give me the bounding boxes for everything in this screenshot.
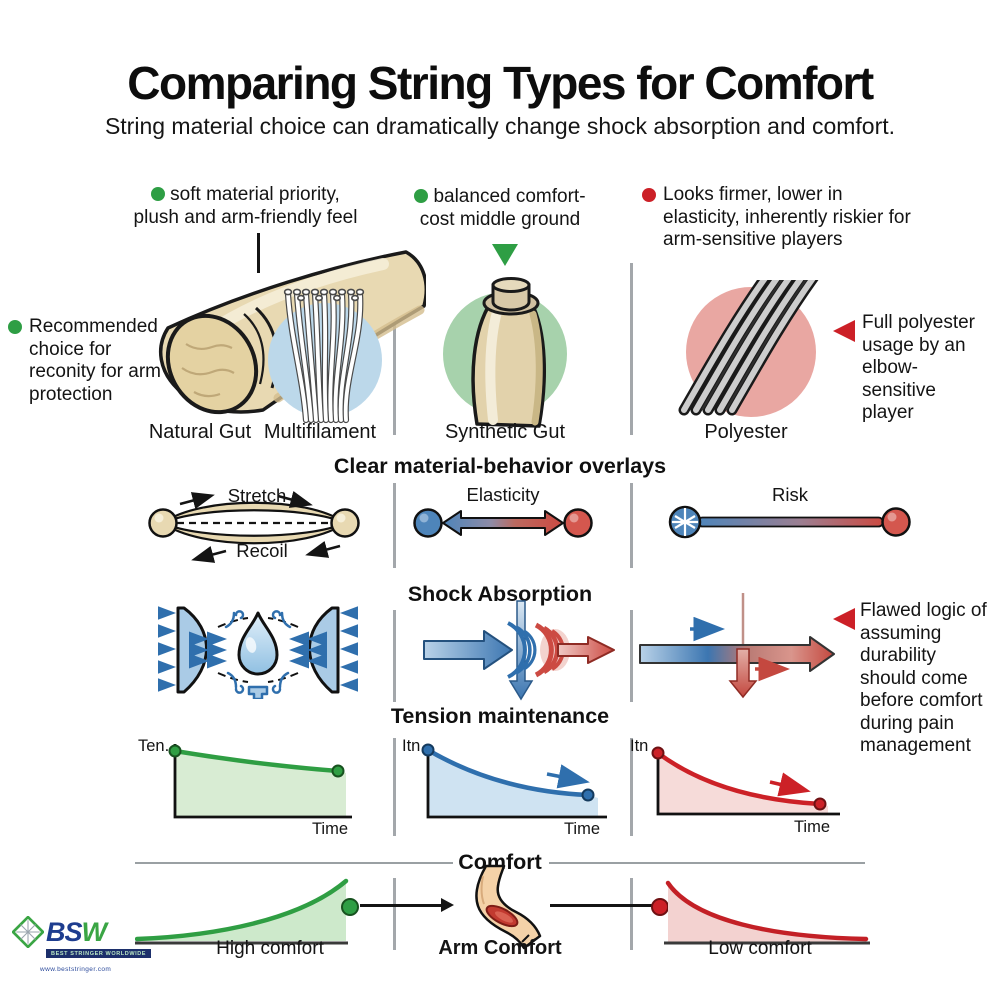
arrow-to-arm — [360, 904, 442, 907]
graph2-x-label: Time — [563, 820, 601, 838]
green-dot-icon — [414, 189, 429, 203]
pointer-line — [257, 233, 260, 273]
line-to-low — [550, 904, 652, 907]
divider-overlay-2 — [630, 483, 633, 568]
annotation-flawed-logic-text: Flawed logic of assuming durability shou… — [860, 600, 987, 756]
annotation-polyester-text: Looks firmer, lower in elasticity, inher… — [663, 184, 911, 250]
elasticity-label: Elasticity — [466, 484, 540, 505]
risk-diagram — [668, 505, 911, 539]
tension-heading: Tension maintenance — [390, 704, 610, 728]
annotation-natural-gut: soft material priority, plush and arm-fr… — [133, 184, 358, 229]
bsw-logo-text: BSW — [46, 917, 108, 947]
shock-absorb-mid-diagram — [423, 600, 615, 701]
low-comfort-curve — [664, 880, 870, 945]
tension-graph-green — [168, 744, 352, 819]
divider-tension-1 — [393, 738, 396, 836]
divider-comfort-1 — [393, 878, 396, 950]
page-subtitle: String material choice can dramatically … — [104, 113, 896, 139]
arrowhead-right-icon — [441, 898, 454, 912]
annotation-natural-gut-text: soft material priority, plush and arm-fr… — [133, 184, 358, 228]
divider-overlay-1 — [393, 483, 396, 568]
arm-comfort-label: Arm Comfort — [438, 937, 562, 959]
comfort-rule-right — [549, 862, 865, 864]
tension-graph-red — [651, 746, 840, 816]
stretch-recoil-diagram — [148, 491, 360, 563]
green-arrow-down-icon — [492, 244, 518, 266]
bsw-logo-bs: BS — [46, 917, 83, 947]
divider-shock-2 — [630, 610, 633, 702]
tension-graph-blue — [421, 743, 607, 819]
annotation-synthetic-gut: balanced comfort-cost middle ground — [405, 186, 595, 231]
annotation-flawed-logic: Flawed logic of assuming durability shou… — [860, 600, 990, 758]
graph2-y-label: Itn — [402, 737, 421, 755]
stretch-label: Stretch — [227, 485, 287, 506]
bsw-logo-website: www.beststringer.com — [40, 966, 112, 973]
graph1-y-label: Ten. — [138, 737, 170, 755]
arm-illustration — [475, 864, 542, 950]
annotation-recommended: Recommended choice for reconity for arm … — [8, 316, 178, 406]
shock-heading: Shock Absorption — [407, 582, 593, 606]
divider-tension-2 — [630, 738, 633, 836]
synthetic-gut-illustration — [443, 277, 567, 428]
annotation-polyester: Looks firmer, lower in elasticity, inher… — [642, 184, 914, 252]
overlays-heading: Clear material-behavior overlays — [333, 454, 667, 478]
divider-comfort-2 — [630, 878, 633, 950]
bsw-logo-icon — [12, 916, 44, 948]
recoil-label: Recoil — [236, 540, 288, 561]
annotation-recommended-text: Recommended choice for reconity for arm … — [29, 316, 161, 405]
graph3-y-label: Itn — [630, 737, 649, 755]
divider-shock-1 — [393, 610, 396, 702]
annotation-full-polyester-text: Full polyester usage by an elbow-sensiti… — [862, 312, 975, 423]
red-dot-icon — [642, 188, 656, 202]
bsw-logo: BSW BEST STRINGER WORLDWIDE www.beststri… — [12, 916, 152, 973]
red-arrow-left-icon — [833, 608, 855, 630]
red-arrow-left-icon — [833, 320, 855, 342]
page-title: Comparing String Types for Comfort — [127, 57, 874, 109]
divider-top-1 — [393, 263, 396, 435]
green-node-dot — [341, 898, 359, 916]
high-comfort-curve — [135, 878, 349, 945]
polyester-illustration — [678, 280, 819, 417]
annotation-synthetic-gut-text: balanced comfort-cost middle ground — [419, 186, 586, 230]
bsw-logo-tagline: BEST STRINGER WORLDWIDE — [46, 949, 152, 958]
green-dot-icon — [8, 320, 22, 334]
label-multifilament: Multifilament — [263, 421, 377, 443]
annotation-full-polyester: Full polyester usage by an elbow-sensiti… — [862, 312, 990, 425]
graph3-x-label: Time — [793, 818, 831, 836]
bsw-logo-w: W — [81, 917, 108, 947]
graph1-x-label: Time — [311, 820, 349, 838]
shock-absorb-drop-diagram — [158, 605, 358, 699]
risk-label: Risk — [772, 484, 808, 505]
label-synthetic-gut: Synthetic Gut — [444, 421, 566, 443]
label-polyester: Polyester — [704, 421, 788, 443]
high-comfort-label: High comfort — [216, 938, 324, 959]
shock-absorb-right-diagram — [639, 593, 835, 699]
label-natural-gut: Natural Gut — [148, 421, 252, 443]
low-comfort-label: Low comfort — [708, 938, 812, 959]
elasticity-diagram — [413, 508, 593, 538]
comfort-rule-left — [135, 862, 453, 864]
divider-top-2 — [630, 263, 633, 435]
natural-gut-multifilament-illustration — [159, 250, 426, 424]
green-dot-icon — [151, 187, 166, 201]
